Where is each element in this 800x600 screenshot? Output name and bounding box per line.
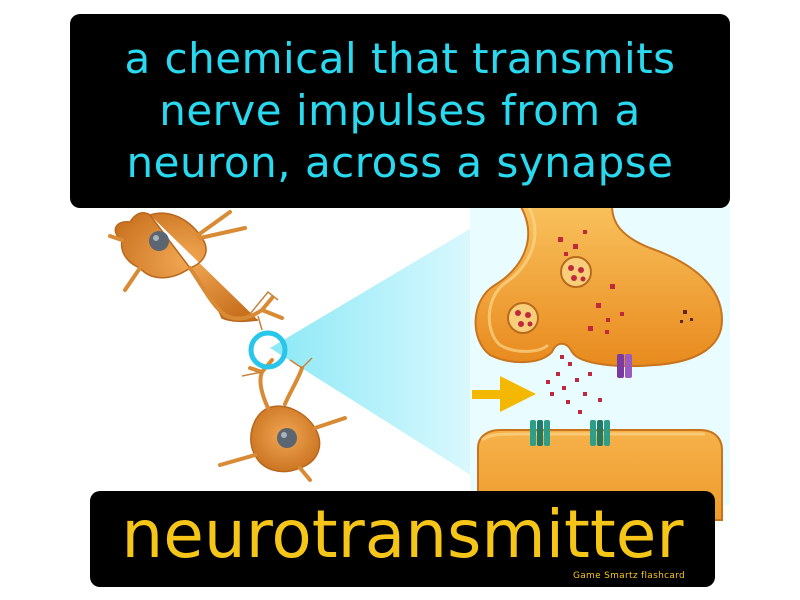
presynaptic-terminal	[474, 204, 724, 368]
arrow-right-icon	[472, 376, 536, 412]
magnifier-ring-icon	[248, 330, 288, 370]
neuron-cell-icon	[218, 357, 347, 482]
credit-label: Game Smartz flashcard	[572, 571, 685, 581]
vesicle-1	[560, 256, 592, 288]
vesicle-2	[507, 302, 539, 334]
transporter-pump	[617, 354, 632, 378]
definition-text: a chemical that transmits nerve impulses…	[124, 34, 676, 187]
term-box: neurotransmitter Game Smartz flashcard	[90, 491, 715, 587]
definition-box: a chemical that transmits nerve impulses…	[70, 14, 730, 208]
receptor-channel-icon	[590, 420, 610, 446]
receptor-channel-icon	[530, 420, 550, 446]
neurotransmitter-particles	[546, 230, 624, 414]
neuron-cell-icon	[108, 210, 284, 331]
zoom-cone	[270, 205, 510, 500]
term-title: neurotransmitter	[121, 496, 684, 573]
